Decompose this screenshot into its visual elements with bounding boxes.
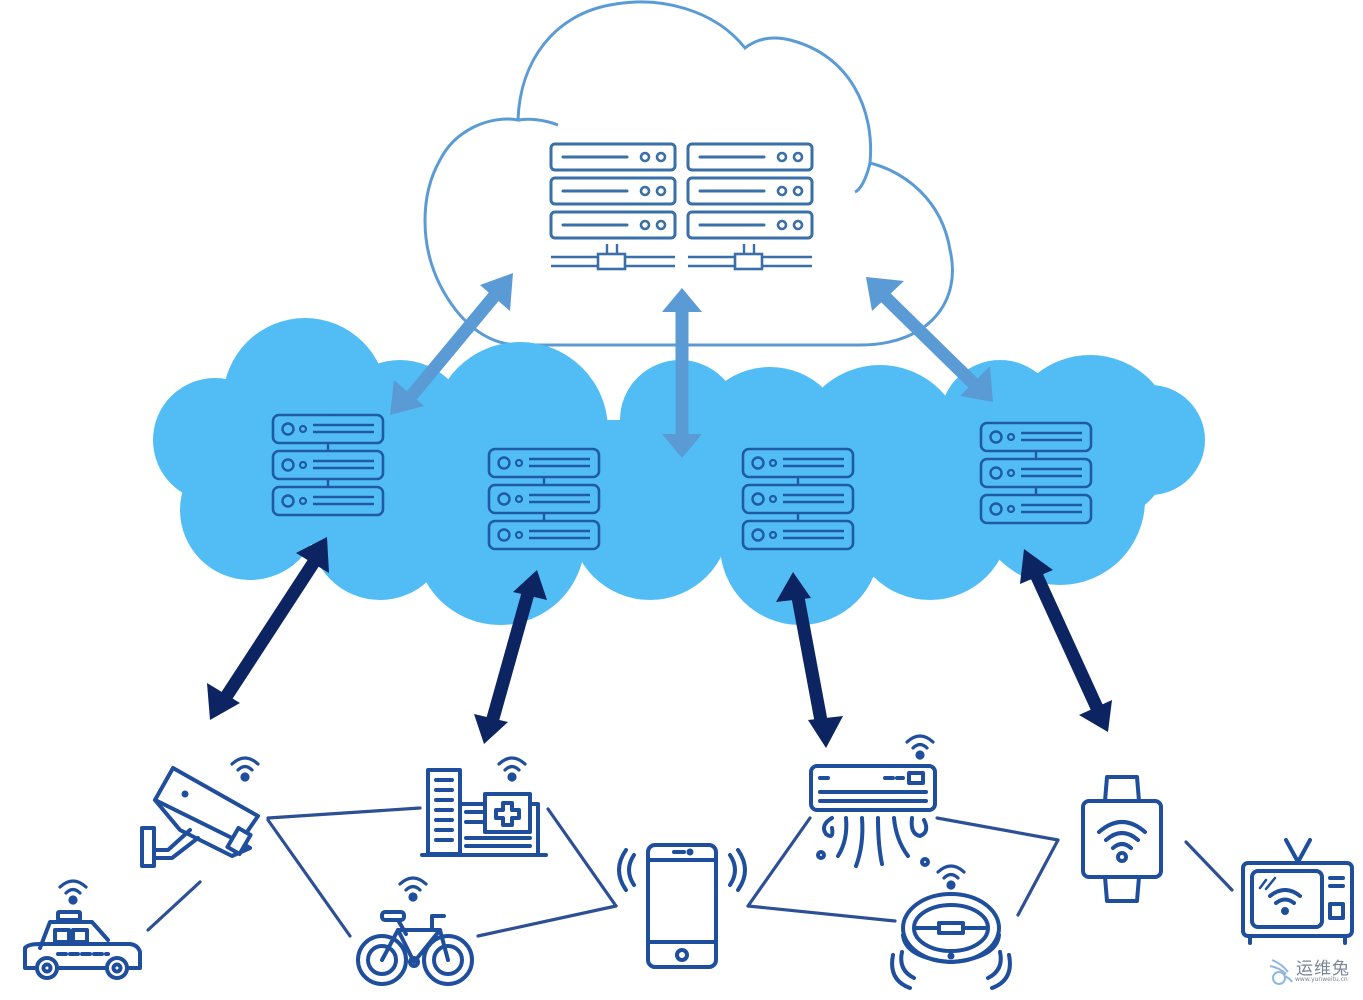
mesh-ac-watch — [935, 816, 1060, 842]
device-taxi — [23, 879, 142, 980]
wifi-icon — [398, 876, 428, 902]
rabbit-logo-icon — [1269, 959, 1293, 985]
cctv-camera-icon — [140, 766, 260, 868]
bicycle-icon — [356, 910, 474, 986]
mesh-vacuum-watch — [1016, 838, 1060, 917]
mesh-watch-tv — [1184, 840, 1234, 892]
mesh-phone-ac — [746, 816, 812, 908]
hospital-building-icon — [420, 768, 548, 857]
wifi-icon — [905, 734, 935, 760]
mesh-phone-vacuum — [746, 904, 897, 923]
wifi-icon — [497, 756, 527, 782]
air-conditioner-icon — [809, 764, 937, 868]
cloud-edge-arrow-center — [662, 288, 702, 458]
wifi-icon — [58, 879, 88, 905]
device-television — [1241, 838, 1354, 945]
mesh-camera-hospital — [266, 806, 422, 820]
smartphone-icon — [646, 843, 718, 969]
device-smartphone — [617, 843, 747, 969]
central-cloud-outline — [423, 0, 954, 347]
mesh-camera-bicycle — [266, 818, 352, 938]
central-server-rack-left — [549, 142, 677, 271]
tv-icon — [1241, 838, 1354, 945]
device-bicycle — [356, 876, 474, 986]
edge-device-arrow-4 — [1020, 549, 1112, 732]
cloud-edge-arrow-right — [866, 277, 993, 402]
vibration-waves-icon — [617, 848, 747, 892]
watermark: 运维兔 www.yunweitu.cn — [1268, 952, 1358, 992]
mesh-camera-taxi — [146, 880, 202, 932]
edge-device-arrow-3 — [776, 572, 843, 748]
device-mesh-lines — [146, 806, 1234, 938]
mesh-hospital-phone — [546, 807, 618, 908]
device-smartwatch — [1081, 775, 1163, 903]
smartwatch-icon — [1081, 775, 1163, 903]
watermark-url: www.yunweitu.cn — [1295, 976, 1348, 983]
wifi-icon — [230, 756, 260, 782]
central-cloud — [423, 0, 954, 347]
device-security-camera — [140, 756, 260, 868]
device-hospital — [420, 756, 548, 857]
taxi-car-icon — [23, 910, 142, 980]
robot-vacuum-icon — [890, 892, 1012, 990]
device-air-conditioner — [809, 734, 937, 868]
edge-device-arrow-2 — [474, 570, 547, 744]
mesh-bicycle-phone — [476, 904, 618, 938]
device-robot-vacuum — [890, 864, 1012, 990]
edge-device-arrow-1 — [207, 537, 329, 720]
wifi-icon — [936, 864, 966, 890]
central-server-rack-right — [686, 142, 814, 271]
watermark-title: 运维兔 — [1296, 959, 1350, 979]
cloud-edge-arrow-left — [390, 273, 513, 415]
